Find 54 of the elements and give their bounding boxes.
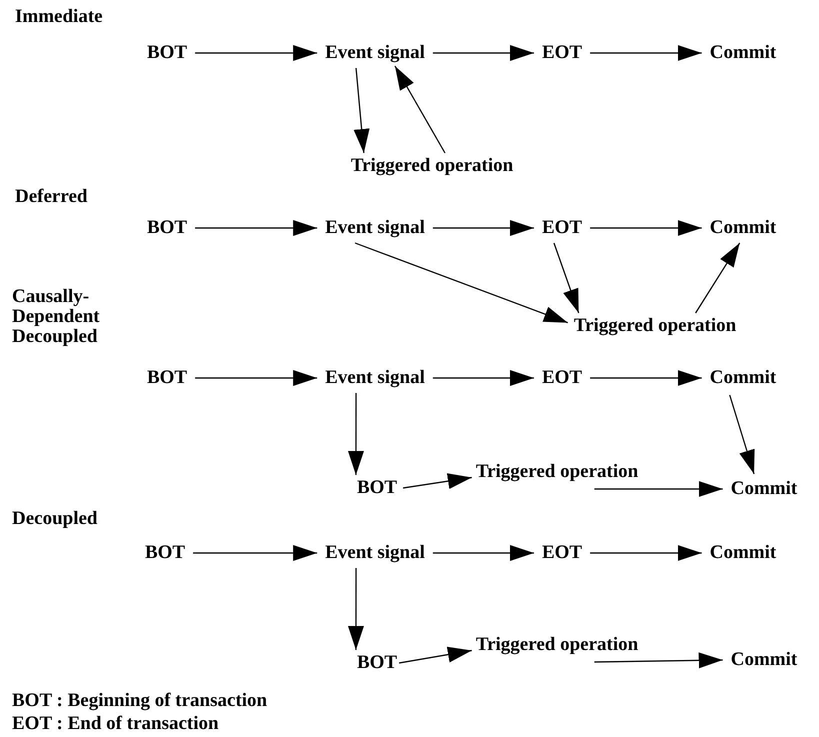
arrow xyxy=(432,370,534,386)
node-label: Commit xyxy=(710,217,776,239)
node-label: EOT xyxy=(542,217,582,239)
section-heading: Immediate xyxy=(15,6,103,27)
node-label: BOT xyxy=(144,542,186,564)
node-label: BOT xyxy=(356,477,398,499)
node-label: Triggered operation xyxy=(350,155,514,177)
arrow xyxy=(348,393,364,475)
arrow xyxy=(195,370,318,386)
arrow xyxy=(590,220,702,236)
arrow xyxy=(432,545,534,561)
arrow xyxy=(432,220,534,236)
node-label: EOT xyxy=(542,542,582,564)
arrow xyxy=(402,473,472,490)
node-label: Triggered operation xyxy=(476,634,638,656)
node-label: Triggered operation xyxy=(476,461,638,483)
arrow xyxy=(432,45,534,61)
node-label: Commit xyxy=(710,367,776,389)
arrow xyxy=(354,242,568,324)
node-label: EOT xyxy=(542,367,582,389)
arrow xyxy=(398,646,472,664)
section-heading: Causally- Dependent Decoupled xyxy=(12,287,101,347)
section-heading: Deferred xyxy=(15,186,88,207)
node-label: Event signal xyxy=(325,367,425,389)
arrow xyxy=(590,370,702,386)
node-label: Commit xyxy=(730,478,798,500)
section-heading: Decoupled xyxy=(12,508,98,529)
arrow xyxy=(590,545,702,561)
abbreviation-note: EOT : End of transaction xyxy=(12,713,219,734)
arrow xyxy=(590,45,702,61)
node-label: Commit xyxy=(710,542,776,564)
arrow xyxy=(348,568,364,650)
node-label: BOT xyxy=(356,652,398,674)
arrow xyxy=(594,481,723,497)
node-label: BOT xyxy=(146,42,188,64)
arrow xyxy=(394,66,446,154)
arrow xyxy=(695,242,740,314)
arrow xyxy=(195,220,318,236)
node-label: Triggered operation xyxy=(574,315,736,337)
node-label: BOT xyxy=(146,367,188,389)
node-label: EOT xyxy=(542,42,582,64)
arrow xyxy=(729,394,755,474)
node-label: Event signal xyxy=(325,542,425,564)
node-label: Event signal xyxy=(325,42,425,64)
node-label: BOT xyxy=(146,217,188,239)
arrow xyxy=(553,242,580,314)
node-label: Event signal xyxy=(325,217,425,239)
node-label: Commit xyxy=(730,649,798,671)
arrow xyxy=(354,68,370,154)
arrow xyxy=(594,652,723,668)
abbreviation-note: BOT : Beginning of transaction xyxy=(12,690,268,711)
arrow xyxy=(195,45,318,61)
arrow xyxy=(193,545,318,561)
node-label: Commit xyxy=(710,42,776,64)
